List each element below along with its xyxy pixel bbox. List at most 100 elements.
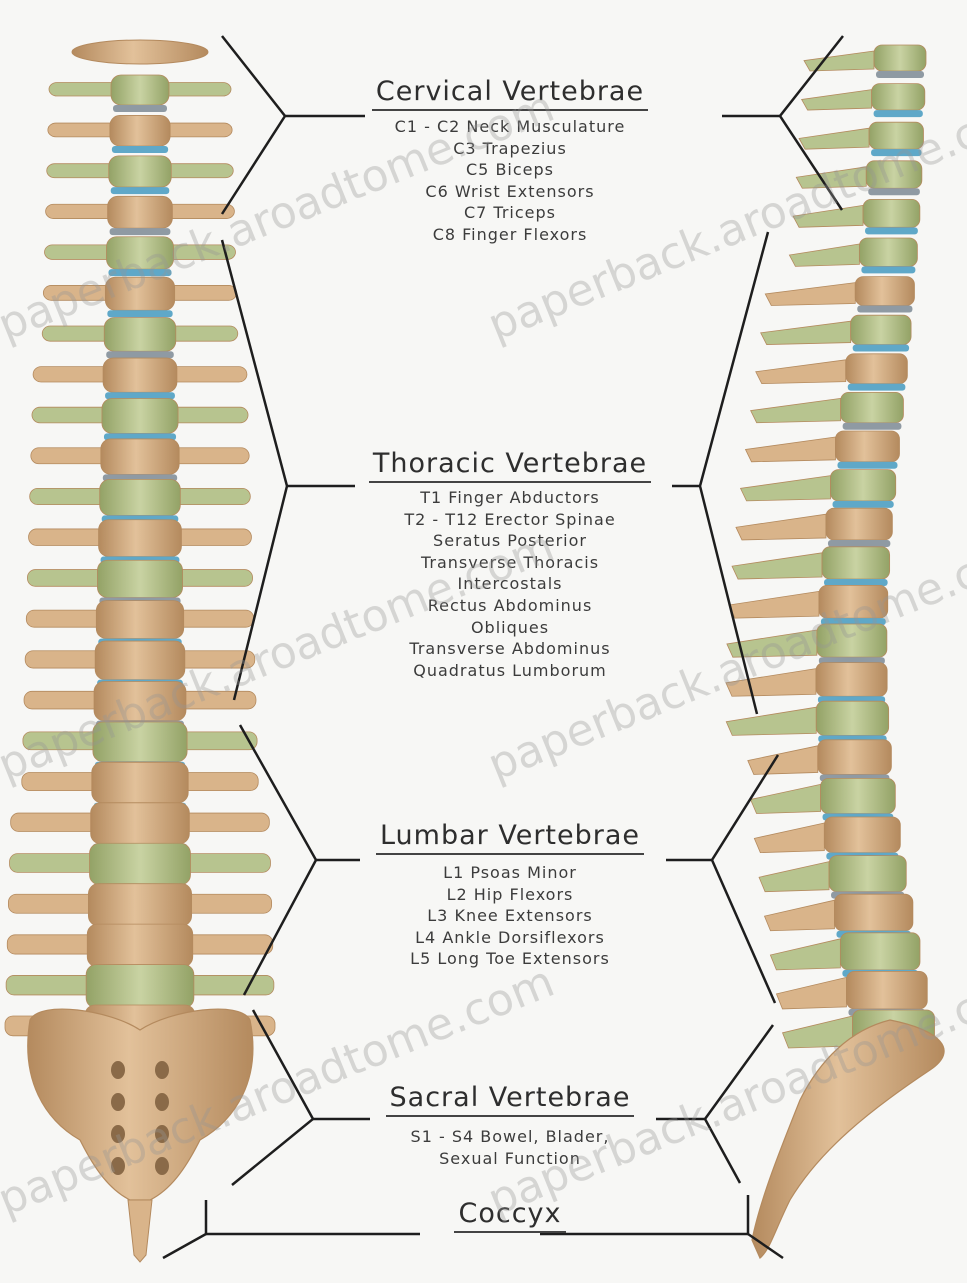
thoracic-line: Rectus Abdominus bbox=[290, 595, 730, 617]
spinous-process bbox=[756, 360, 846, 384]
thoracic-title: Thoracic Vertebrae bbox=[290, 448, 730, 483]
vertebral-body bbox=[95, 641, 185, 680]
cervical-line: C6 Wrist Extensors bbox=[290, 181, 730, 203]
vertebral-body bbox=[834, 894, 912, 931]
sacral-foramen bbox=[111, 1061, 125, 1079]
atlas-vertebra bbox=[72, 40, 208, 64]
intervertebral-disc bbox=[865, 227, 918, 234]
thoracic-line: T1 Finger Abductors bbox=[290, 487, 730, 509]
vertebral-body bbox=[874, 45, 926, 71]
spinous-process bbox=[726, 669, 816, 697]
intervertebral-disc bbox=[110, 228, 171, 235]
vertebral-body bbox=[87, 924, 192, 967]
vertebral-body bbox=[100, 479, 181, 515]
lumbar-line: L5 Long Toe Extensors bbox=[290, 948, 730, 970]
sacral-foramen bbox=[155, 1125, 169, 1143]
vertebral-body bbox=[92, 762, 188, 802]
intervertebral-disc bbox=[108, 269, 171, 276]
vertebral-body bbox=[90, 843, 191, 885]
lumbar-line: L2 Hip Flexors bbox=[290, 884, 730, 906]
thoracic-line: Seratus Posterior bbox=[290, 530, 730, 552]
thoracic-line: Quadratus Lumborum bbox=[290, 660, 730, 682]
intervertebral-disc bbox=[857, 305, 912, 312]
vertebral-body bbox=[86, 965, 194, 1008]
intervertebral-disc bbox=[871, 149, 921, 156]
cervical-line: C3 Trapezius bbox=[290, 138, 730, 160]
vertebral-body bbox=[863, 199, 920, 227]
spinous-process bbox=[799, 128, 869, 149]
spinous-process bbox=[765, 283, 855, 306]
intervertebral-disc bbox=[106, 351, 174, 358]
vertebral-body bbox=[816, 663, 887, 697]
spinous-process bbox=[770, 939, 840, 970]
cervical-line: C7 Triceps bbox=[290, 202, 730, 224]
vertebral-body bbox=[108, 196, 173, 228]
vertebral-body bbox=[96, 601, 183, 639]
front-view-spine bbox=[5, 40, 275, 1262]
thoracic-line: Transverse Abdominus bbox=[290, 638, 730, 660]
vertebral-body bbox=[816, 701, 888, 735]
spinous-process bbox=[726, 707, 816, 735]
thoracic-line: Transverse Thoracis bbox=[290, 552, 730, 574]
spinous-process bbox=[761, 321, 851, 344]
vertebral-body bbox=[859, 238, 917, 266]
vertebral-body bbox=[88, 884, 191, 926]
vertebral-body bbox=[817, 624, 887, 657]
cervical-line: C5 Biceps bbox=[290, 159, 730, 181]
thoracic-line: Intercostals bbox=[290, 573, 730, 595]
spinous-process bbox=[793, 205, 863, 227]
intervertebral-disc bbox=[848, 384, 906, 391]
spinous-process bbox=[751, 398, 841, 422]
sacral-foramen bbox=[155, 1093, 169, 1111]
sacral-foramen bbox=[111, 1157, 125, 1175]
spinous-process bbox=[732, 553, 822, 579]
lumbar-list: L1 Psoas Minor L2 Hip Flexors L3 Knee Ex… bbox=[290, 862, 730, 970]
intervertebral-disc bbox=[868, 188, 920, 195]
intervertebral-disc bbox=[111, 187, 170, 194]
vertebral-body bbox=[818, 740, 892, 775]
intervertebral-disc bbox=[112, 146, 168, 153]
vertebral-body bbox=[822, 547, 890, 579]
thoracic-bracket-left bbox=[222, 240, 287, 700]
thoracic-line: T2 - T12 Erector Spinae bbox=[290, 509, 730, 531]
sacral-foramen bbox=[111, 1093, 125, 1111]
vertebral-body bbox=[104, 318, 176, 352]
sacral-list: S1 - S4 Bowel, Blader, Sexual Function bbox=[290, 1126, 730, 1169]
spinous-process bbox=[783, 1016, 853, 1048]
sacral-title: Sacral Vertebrae bbox=[290, 1082, 730, 1117]
vertebral-body bbox=[111, 75, 169, 105]
vertebral-body bbox=[835, 431, 899, 462]
coccyx-title: Coccyx bbox=[290, 1198, 730, 1233]
spinous-process bbox=[789, 244, 859, 266]
spinous-process bbox=[748, 746, 818, 775]
spinous-process bbox=[796, 167, 866, 188]
vertebral-body bbox=[821, 778, 896, 813]
vertebral-body bbox=[819, 585, 888, 618]
sacrum-side bbox=[752, 1020, 944, 1258]
sacral-foramen bbox=[111, 1125, 125, 1143]
spinous-process bbox=[729, 591, 819, 618]
vertebral-body bbox=[869, 122, 923, 149]
vertebral-body bbox=[826, 508, 892, 540]
lumbar-line: L3 Knee Extensors bbox=[290, 905, 730, 927]
intervertebral-disc bbox=[824, 579, 888, 586]
vertebral-body bbox=[831, 470, 896, 501]
vertebral-body bbox=[105, 277, 174, 310]
sacral-foramen bbox=[155, 1157, 169, 1175]
sacral-line: S1 - S4 Bowel, Blader, bbox=[290, 1126, 730, 1148]
cervical-title: Cervical Vertebrae bbox=[290, 76, 730, 111]
vertebral-body bbox=[829, 856, 906, 892]
intervertebral-disc bbox=[113, 105, 167, 112]
vertebral-body bbox=[102, 398, 178, 433]
intervertebral-disc bbox=[876, 71, 924, 78]
spinous-process bbox=[754, 823, 824, 853]
spinous-process bbox=[751, 784, 821, 813]
vertebral-body bbox=[97, 560, 182, 597]
spinous-process bbox=[776, 977, 846, 1009]
coccyx-bracket-left bbox=[163, 1200, 206, 1258]
intervertebral-disc bbox=[861, 266, 915, 273]
vertebral-body bbox=[101, 439, 179, 474]
vertebral-body bbox=[103, 358, 177, 392]
vertebral-body bbox=[846, 354, 908, 384]
